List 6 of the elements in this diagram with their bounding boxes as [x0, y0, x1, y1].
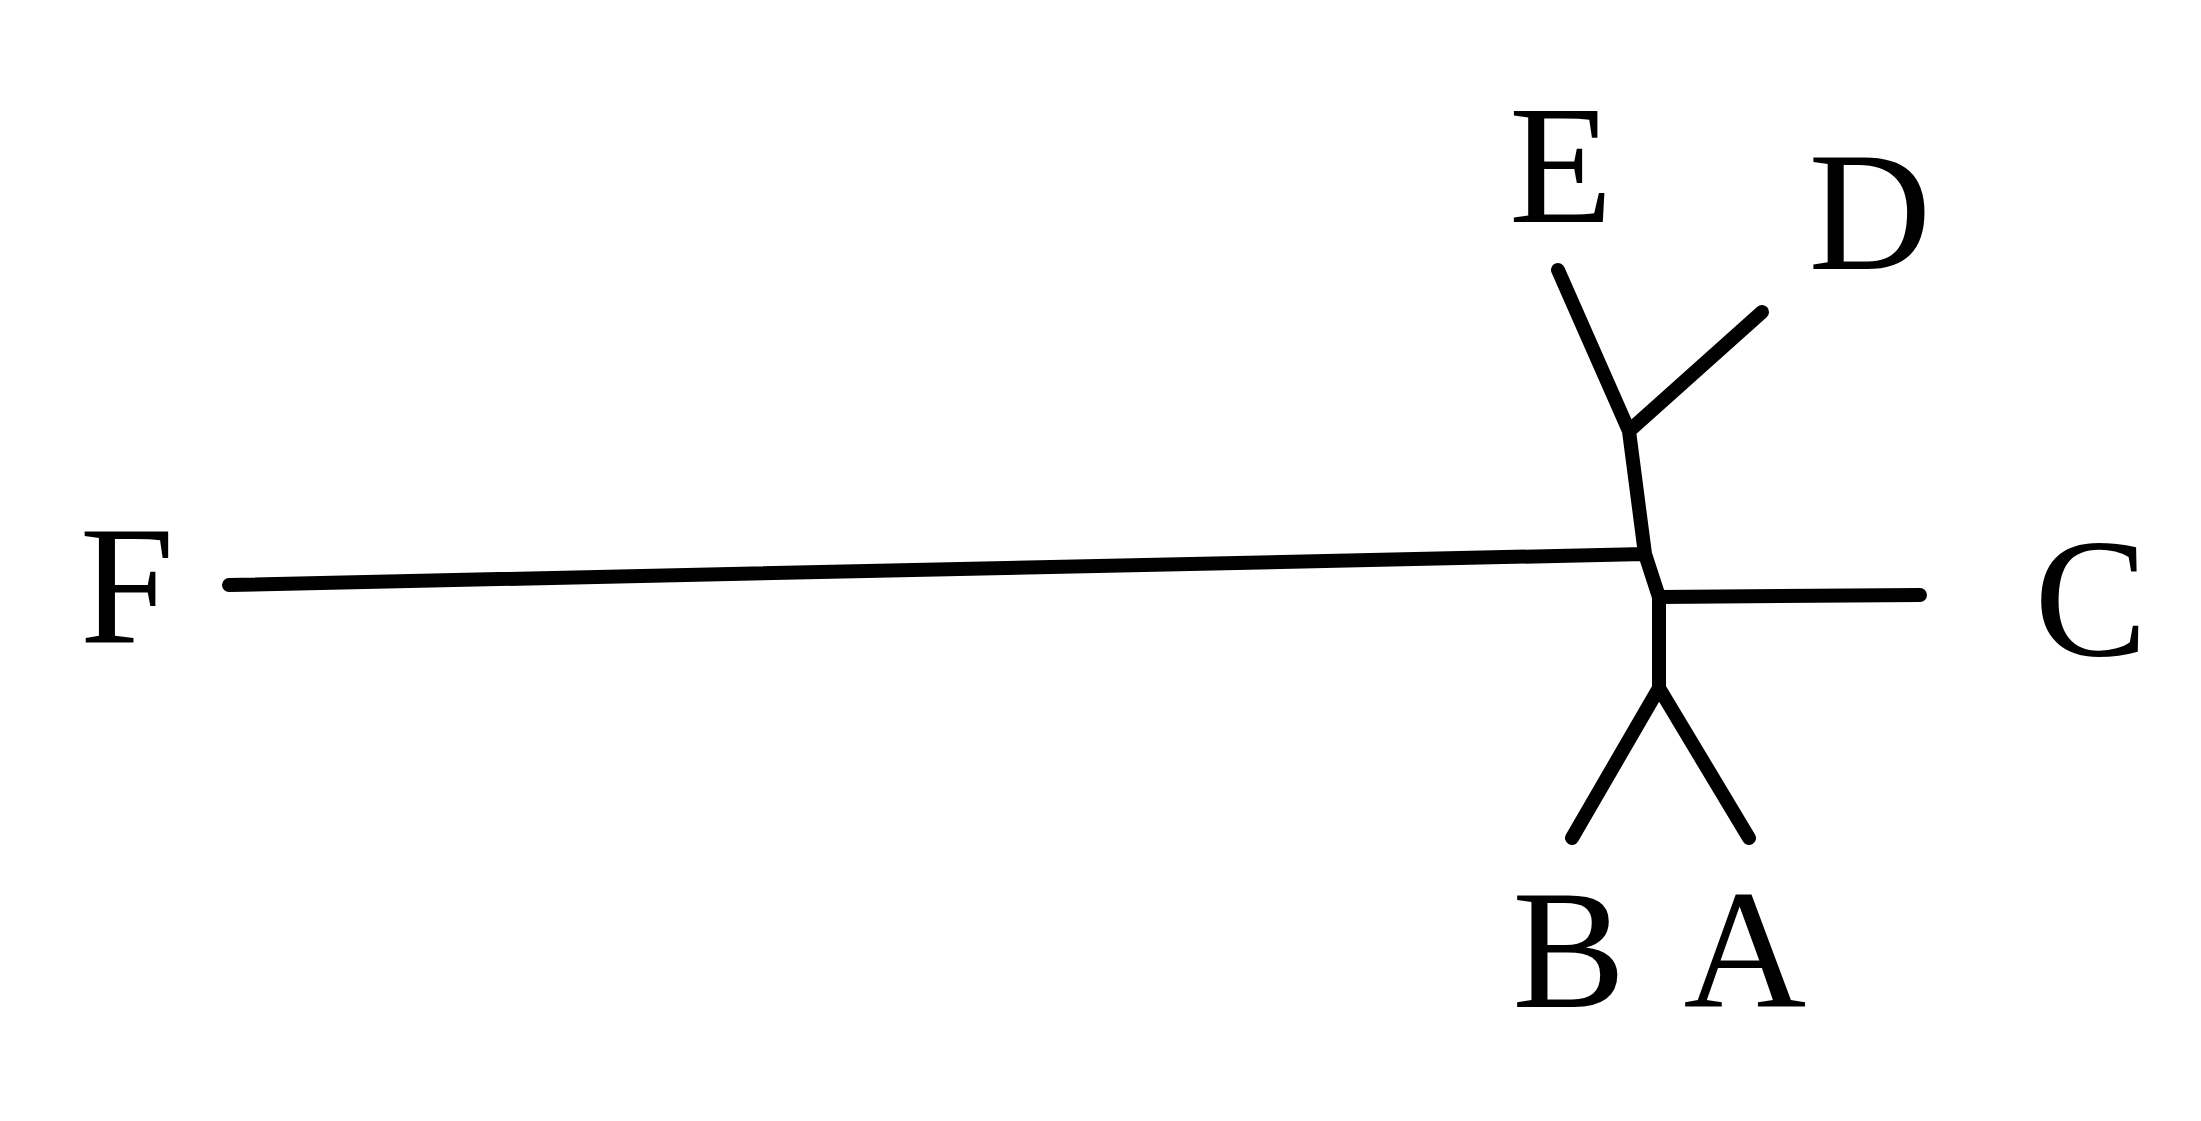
- leaf-label: B: [1512, 865, 1626, 1035]
- leaf-label: F: [79, 500, 175, 670]
- leaf-label: D: [1808, 127, 1932, 297]
- leaf-label: A: [1683, 865, 1807, 1035]
- leaf-label: E: [1509, 80, 1613, 250]
- leaf-label: C: [2034, 513, 2148, 683]
